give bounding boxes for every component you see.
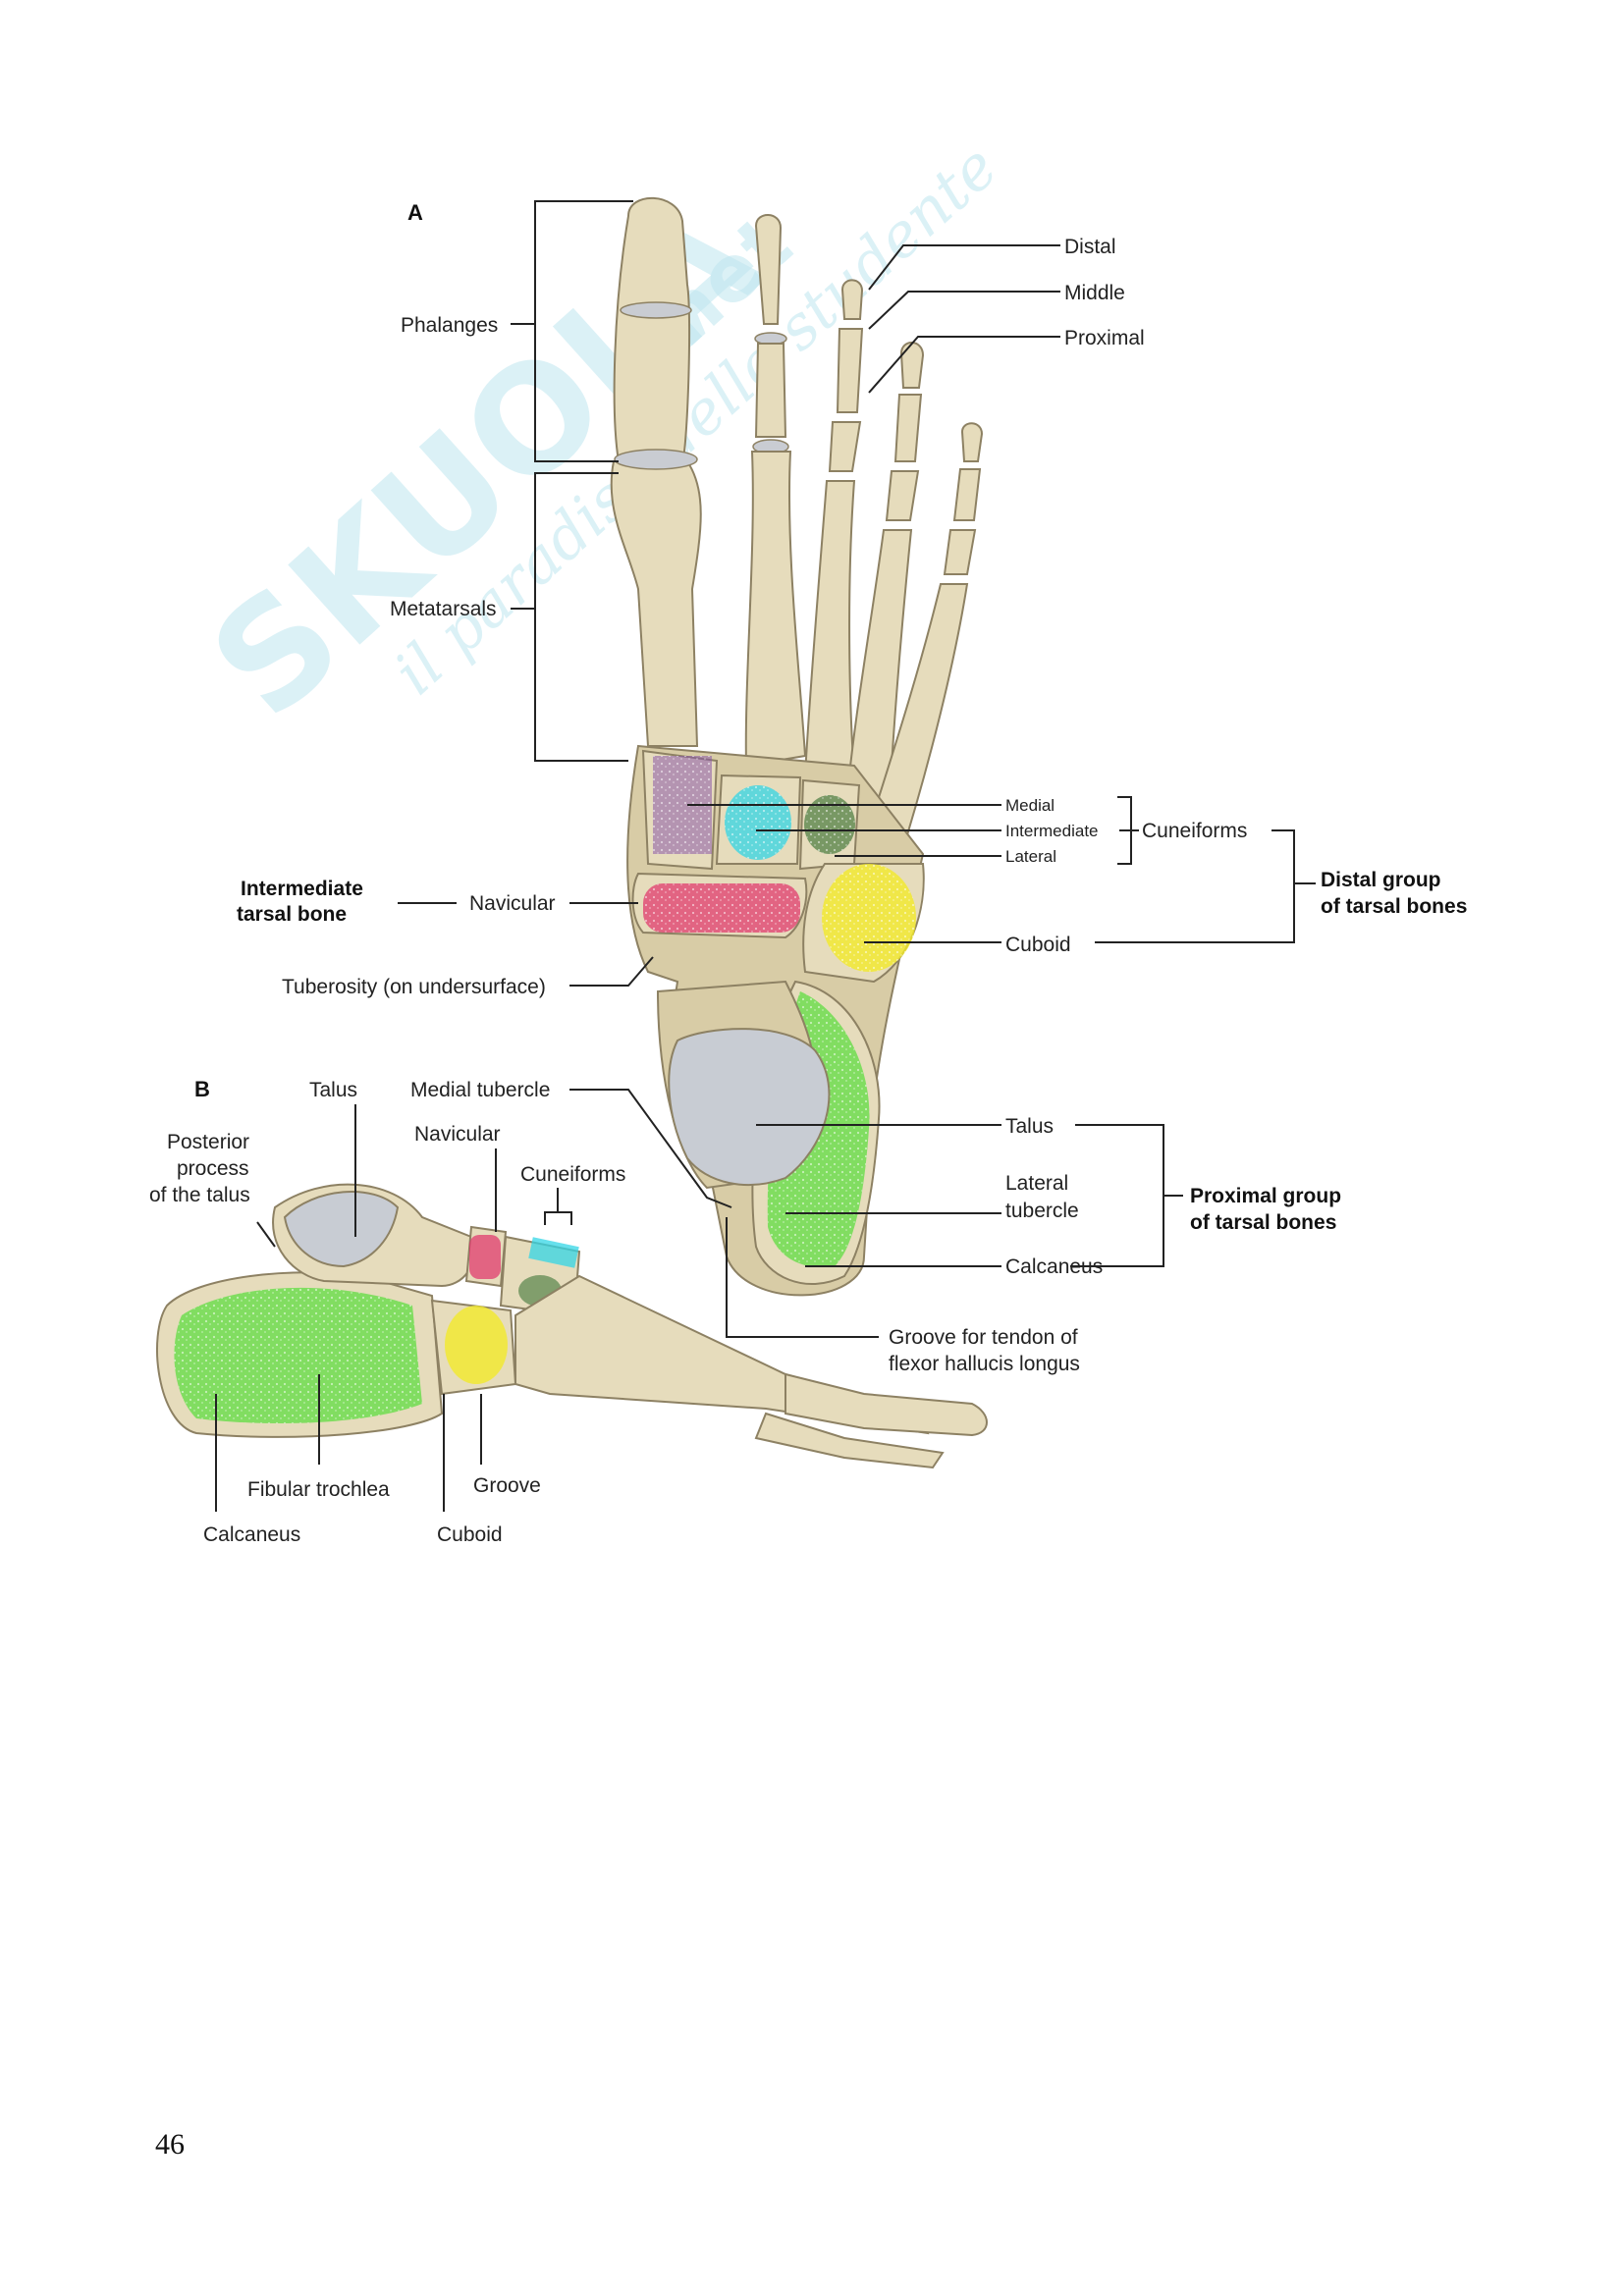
lesser-toes-lateral [754, 1412, 945, 1469]
label-proximal-group-2: of tarsal bones [1190, 1211, 1336, 1234]
label-intermediate-cuneiform: Intermediate [1005, 822, 1099, 840]
label-lateral-tubercle-2: tubercle [1005, 1200, 1079, 1222]
labels-b: B Talus Posterior process of the talus N… [149, 1077, 625, 1546]
leader-lines-b [215, 1104, 572, 1512]
label-cuboid-b: Cuboid [437, 1523, 503, 1546]
cuneiform-lateral-highlight [528, 1237, 579, 1268]
second-toe-bones [744, 214, 807, 768]
label-phalanges: Phalanges [401, 314, 498, 337]
label-distal: Distal [1064, 236, 1116, 258]
fourth-toe-bones [844, 342, 925, 817]
labels-a: A Phalanges Metatarsals Distal Middle Pr… [237, 200, 1467, 1375]
label-proximal: Proximal [1064, 327, 1145, 349]
third-toe-bones [803, 279, 864, 776]
fifth-toe-bones [862, 422, 984, 866]
label-calcaneus-b: Calcaneus [203, 1523, 300, 1546]
page-number: 46 [155, 2128, 185, 2161]
label-distal-group-1: Distal group [1321, 869, 1441, 891]
panel-a-label: A [407, 200, 423, 225]
label-cuneiforms: Cuneiforms [1142, 820, 1247, 842]
label-distal-group-2: of tarsal bones [1321, 895, 1467, 918]
label-lateral-cuneiform: Lateral [1005, 847, 1056, 866]
label-metatarsals: Metatarsals [390, 598, 497, 620]
label-middle: Middle [1064, 282, 1125, 304]
label-medial-cuneiform: Medial [1005, 796, 1055, 815]
leader-lines-a [398, 201, 1316, 1338]
label-posterior-process-2: process [177, 1157, 249, 1180]
label-groove: Groove [473, 1474, 541, 1497]
label-calcaneus-a: Calcaneus [1005, 1255, 1103, 1278]
label-lateral-tubercle-1: Lateral [1005, 1172, 1068, 1195]
talus-articular-surface [668, 1028, 831, 1186]
label-talus-b: Talus [309, 1079, 357, 1101]
label-cuneiforms-b: Cuneiforms [520, 1163, 625, 1186]
label-posterior-process-1: Posterior [167, 1131, 249, 1153]
cuboid-lateral-highlight [445, 1306, 508, 1384]
label-intermediate-tarsal-1: Intermediate [241, 878, 363, 900]
navicular-lateral-highlight [469, 1235, 501, 1279]
panel-b-label: B [194, 1077, 210, 1101]
label-navicular-b: Navicular [414, 1123, 501, 1146]
foot-lateral-view [156, 1183, 988, 1469]
label-talus-a: Talus [1005, 1115, 1054, 1138]
label-posterior-process-3: of the talus [149, 1184, 250, 1206]
label-tuberosity: Tuberosity (on undersurface) [282, 976, 546, 998]
label-navicular: Navicular [469, 892, 556, 915]
label-cuboid: Cuboid [1005, 934, 1071, 956]
talus-trochlea [283, 1191, 400, 1268]
hallux-bones [610, 196, 702, 747]
label-groove-tendon-1: Groove for tendon of [889, 1326, 1078, 1349]
label-medial-tubercle: Medial tubercle [410, 1079, 550, 1101]
label-groove-tendon-2: flexor hallucis longus [889, 1353, 1080, 1375]
label-proximal-group-1: Proximal group [1190, 1185, 1341, 1207]
label-intermediate-tarsal-2: tarsal bone [237, 903, 347, 926]
phalanges-lateral [784, 1372, 988, 1437]
label-fibular-trochlea: Fibular trochlea [247, 1478, 390, 1501]
